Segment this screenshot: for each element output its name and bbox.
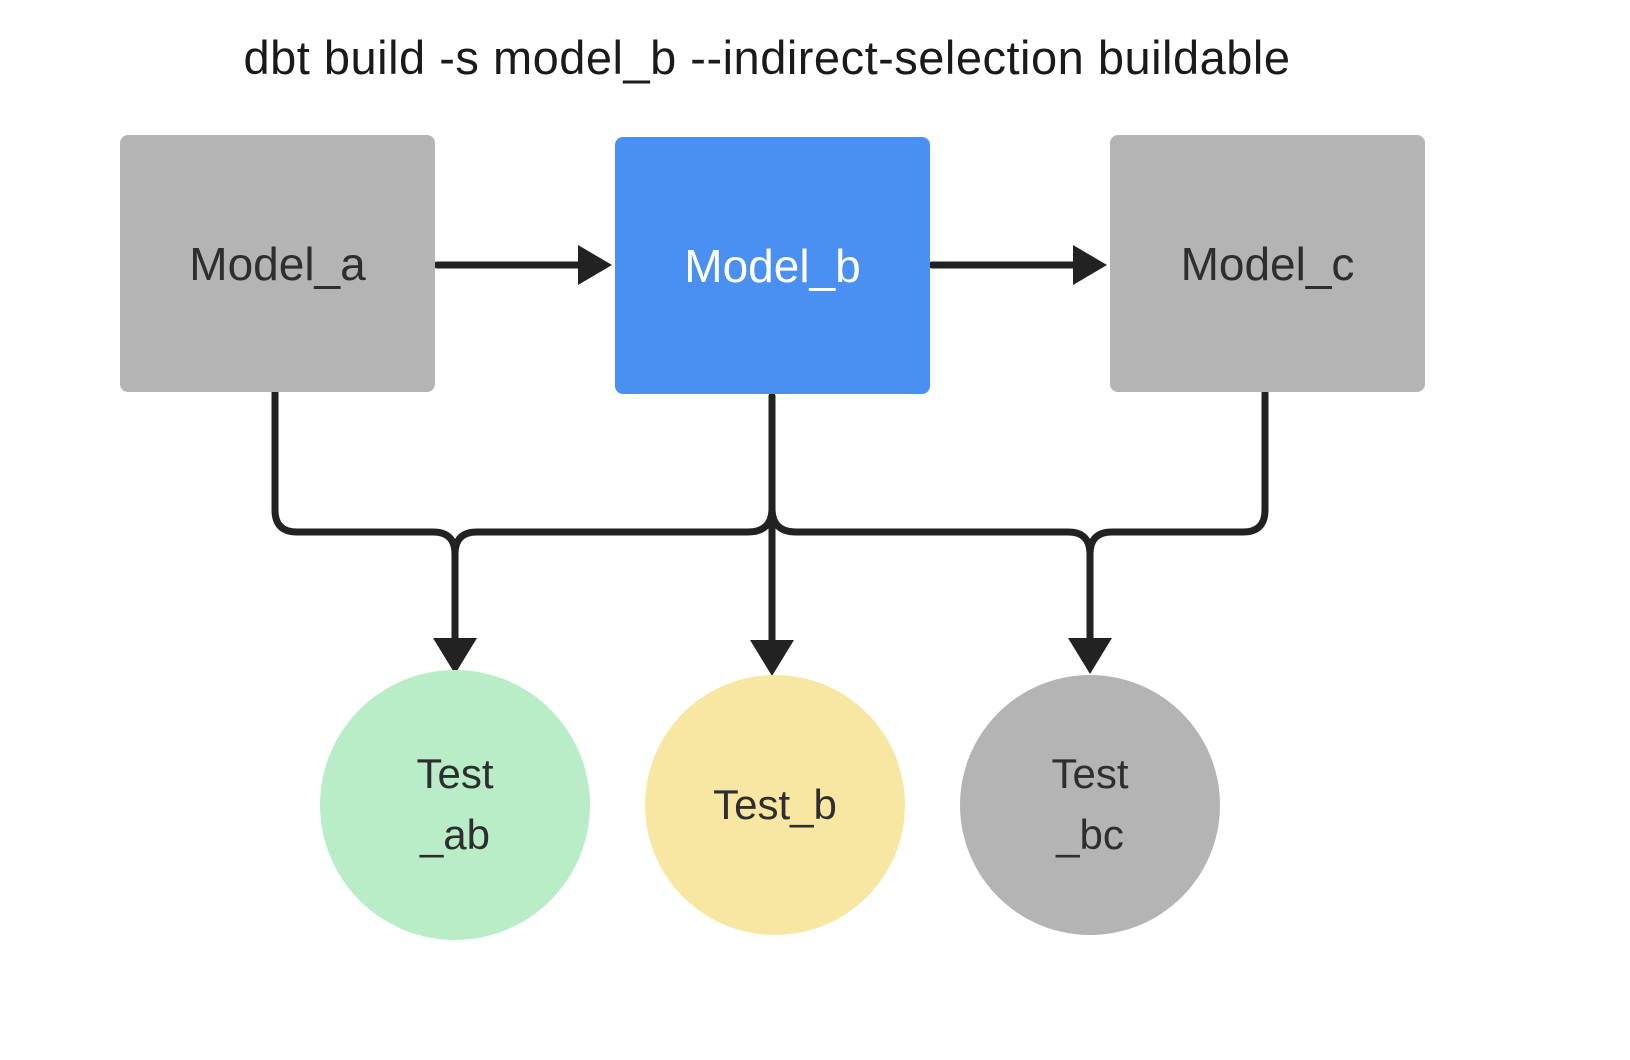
node-test-bc-label-line1: Test [1051,750,1129,798]
node-model-c: Model_c [1110,135,1425,392]
arrowhead-to-test-b [750,640,794,676]
node-model-a-label: Model_a [189,237,366,290]
node-test-b-label: Test_b [713,780,837,828]
edge-model-a-to-test-ab [271,389,459,646]
node-test-ab: Test _ab [320,670,590,940]
arrowhead-to-model-c [1073,245,1107,285]
node-model-b-label: Model_b [684,239,861,292]
node-test-bc-label-line2: _bc [1056,811,1124,858]
node-test-ab-label-line1: Test [416,750,494,798]
node-model-a: Model_a [120,135,435,392]
edge-model-b-branch-left [451,504,776,558]
diagram-title: dbt build -s model_b --indirect-selectio… [243,31,1291,84]
arrowhead-to-model-b [578,245,612,285]
node-model-b: Model_b [615,137,930,394]
node-test-bc: Test _bc [960,675,1220,935]
edge-model-b-branch-right [768,504,1094,646]
node-test-ab-label-line2: _ab [419,811,491,858]
arrowhead-to-test-bc [1068,638,1112,674]
node-test-b: Test_b [645,675,905,935]
edge-model-c-to-test-bc [1086,389,1269,558]
arrowhead-to-test-ab [433,638,477,674]
node-model-c-label: Model_c [1180,237,1355,290]
